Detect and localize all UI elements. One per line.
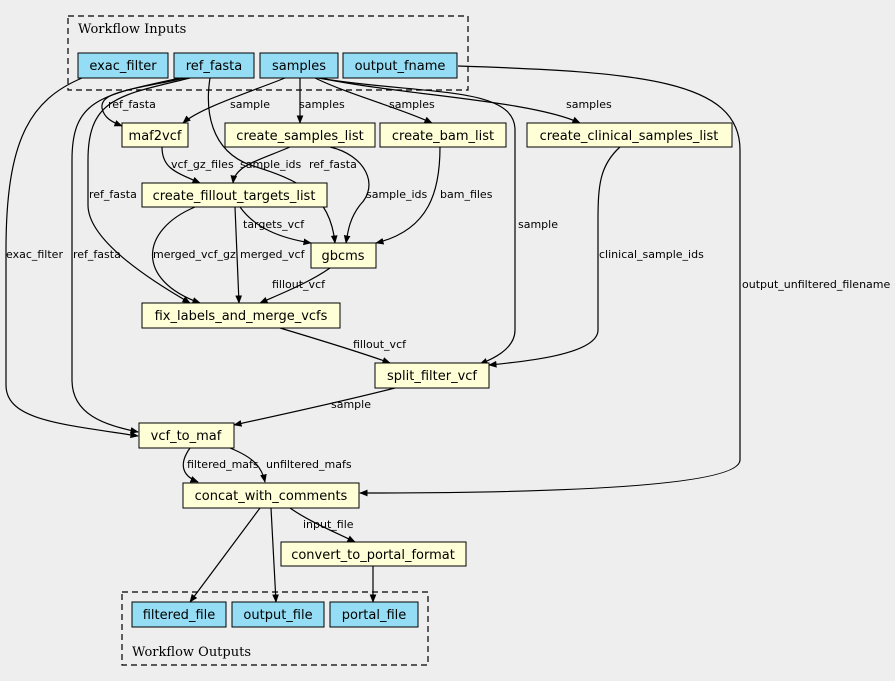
edge-samples-create-clinical — [319, 77, 581, 124]
node-create-fillout-targets-list[interactable]: create_fillout_targets_list — [141, 182, 328, 208]
node-exac-filter-label: exac_filter — [89, 59, 157, 74]
edge-label-sample-maf2vcf: sample — [230, 98, 270, 111]
edge-label-ref-fasta-gbcms: ref_fasta — [309, 158, 357, 171]
node-filtered-file[interactable]: filtered_file — [131, 601, 227, 628]
edges — [5, 65, 741, 603]
edge-vcf-to-maf-concat-filtered — [182, 447, 199, 483]
node-ref-fasta-label: ref_fasta — [186, 59, 243, 74]
node-create-samples-list[interactable]: create_samples_list — [224, 122, 376, 148]
edge-label-unfiltered-mafs: unfiltered_mafs — [266, 458, 352, 471]
node-convert-to-portal-format[interactable]: convert_to_portal_format — [280, 541, 467, 567]
node-create-fillout-targets-list-label: create_fillout_targets_list — [153, 189, 316, 204]
edge-ref-fasta-gbcms — [207, 77, 338, 244]
node-exac-filter[interactable]: exac_filter — [77, 52, 169, 79]
edge-label-samples-create-samples-list: samples — [299, 98, 345, 111]
edge-gbcms-fix-labels — [259, 267, 331, 304]
node-split-filter-vcf[interactable]: split_filter_vcf — [374, 362, 490, 389]
node-create-bam-list-label: create_bam_list — [392, 129, 494, 144]
edge-label-sample-ids-1: sample_ids — [240, 158, 302, 171]
workflow-inputs-label: Workflow Inputs — [78, 22, 186, 37]
workflow-inputs-cluster — [67, 15, 469, 91]
edge-clinical-split-filter — [488, 146, 621, 368]
node-maf2vcf-label: maf2vcf — [129, 129, 182, 144]
edge-label-exac-filter: exac_filter — [6, 248, 63, 261]
node-split-filter-vcf-label: split_filter_vcf — [387, 369, 477, 384]
edge-labels: ref_fasta sample samples samples samples… — [6, 98, 891, 531]
node-output-file-label: output_file — [243, 608, 312, 623]
workflow-outputs-label: Workflow Outputs — [132, 645, 251, 660]
edge-label-input-file: input_file — [303, 518, 354, 531]
node-portal-file[interactable]: portal_file — [329, 601, 419, 628]
edge-label-samples-create-clinical: samples — [566, 98, 612, 111]
edge-label-output-unfiltered-filename: output_unfiltered_filename — [742, 278, 891, 291]
node-portal-file-label: portal_file — [342, 608, 407, 623]
node-ref-fasta[interactable]: ref_fasta — [173, 52, 255, 79]
node-create-bam-list[interactable]: create_bam_list — [379, 122, 507, 148]
edge-fillout-targets-gbcms — [239, 206, 312, 246]
edge-samples-list-fillout-targets — [230, 146, 291, 184]
edge-label-ref-fasta-fix: ref_fasta — [89, 188, 137, 201]
edge-label-sample-split: sample — [518, 218, 558, 231]
edge-fillout-targets-fix-merged-vcf — [234, 206, 243, 304]
edge-output-fname-concat — [359, 65, 741, 497]
edge-label-bam-files: bam_files — [440, 188, 493, 201]
edge-label-filtered-mafs: filtered_mafs — [187, 458, 259, 471]
edge-label-sample-ids-2: sample_ids — [366, 188, 428, 201]
edge-ref-fasta-fix-labels — [87, 77, 191, 304]
edge-samples-maf2vcf — [182, 77, 286, 124]
edge-exac-filter-vcf-to-maf — [5, 77, 139, 439]
edge-label-sample-vcf-to-maf: sample — [331, 398, 371, 411]
edge-label-ref-fasta-vcf-to-maf: ref_fasta — [73, 248, 121, 261]
edge-label-targets-vcf: targets_vcf — [243, 218, 305, 231]
edge-label-samples-create-bam-list: samples — [389, 98, 435, 111]
edge-ref-fasta-vcf-to-maf — [71, 77, 181, 434]
edge-label-fillout-vcf-2: fillout_vcf — [353, 338, 407, 351]
edge-label-clinical-sample-ids: clinical_sample_ids — [599, 248, 704, 261]
node-samples-label: samples — [272, 59, 326, 74]
node-maf2vcf[interactable]: maf2vcf — [121, 122, 189, 148]
edge-label-merged-vcf-gz: merged_vcf_gz — [153, 248, 236, 261]
node-create-clinical-samples-list-label: create_clinical_samples_list — [540, 129, 719, 144]
edge-split-filter-vcf-to-maf — [233, 387, 396, 427]
edge-concat-output-file — [270, 507, 279, 603]
node-fix-labels-and-merge-vcfs-label: fix_labels_and_merge_vcfs — [155, 309, 328, 324]
edge-maf2vcf-fillout-targets — [161, 146, 201, 184]
edge-bam-list-gbcms — [375, 146, 441, 245]
edge-fix-labels-split-filter — [279, 327, 391, 364]
edge-label-merged-vcf: merged_vcf — [240, 248, 306, 261]
node-filtered-file-label: filtered_file — [143, 608, 216, 623]
node-samples[interactable]: samples — [259, 52, 339, 79]
edge-label-fillout-vcf-1: fillout_vcf — [272, 278, 326, 291]
edge-samples-list-gbcms — [329, 146, 370, 244]
node-output-fname[interactable]: output_fname — [342, 52, 458, 79]
node-vcf-to-maf[interactable]: vcf_to_maf — [138, 422, 235, 449]
node-output-file[interactable]: output_file — [231, 601, 325, 628]
node-concat-with-comments[interactable]: concat_with_comments — [182, 482, 360, 509]
node-vcf-to-maf-label: vcf_to_maf — [151, 429, 222, 444]
node-convert-to-portal-format-label: convert_to_portal_format — [291, 548, 455, 563]
edge-fillout-targets-fix-merged-vcf-gz — [151, 206, 201, 304]
edge-label-ref-fasta-maf2vcf: ref_fasta — [108, 98, 156, 111]
edge-concat-convert-portal — [289, 507, 356, 543]
node-gbcms[interactable]: gbcms — [310, 242, 377, 269]
edge-concat-filtered-file — [189, 507, 261, 603]
edge-vcf-to-maf-concat-unfiltered — [229, 447, 267, 483]
node-output-fname-label: output_fname — [355, 59, 446, 74]
node-concat-with-comments-label: concat_with_comments — [195, 489, 348, 504]
edge-samples-create-bam-list — [314, 77, 433, 124]
node-create-samples-list-label: create_samples_list — [236, 129, 363, 144]
node-fix-labels-and-merge-vcfs[interactable]: fix_labels_and_merge_vcfs — [141, 302, 341, 329]
node-gbcms-label: gbcms — [321, 249, 364, 264]
node-create-clinical-samples-list[interactable]: create_clinical_samples_list — [526, 122, 733, 148]
edge-samples-split-filter-vcf — [317, 77, 516, 365]
edge-label-vcf-gz-files: vcf_gz_files — [171, 158, 234, 171]
